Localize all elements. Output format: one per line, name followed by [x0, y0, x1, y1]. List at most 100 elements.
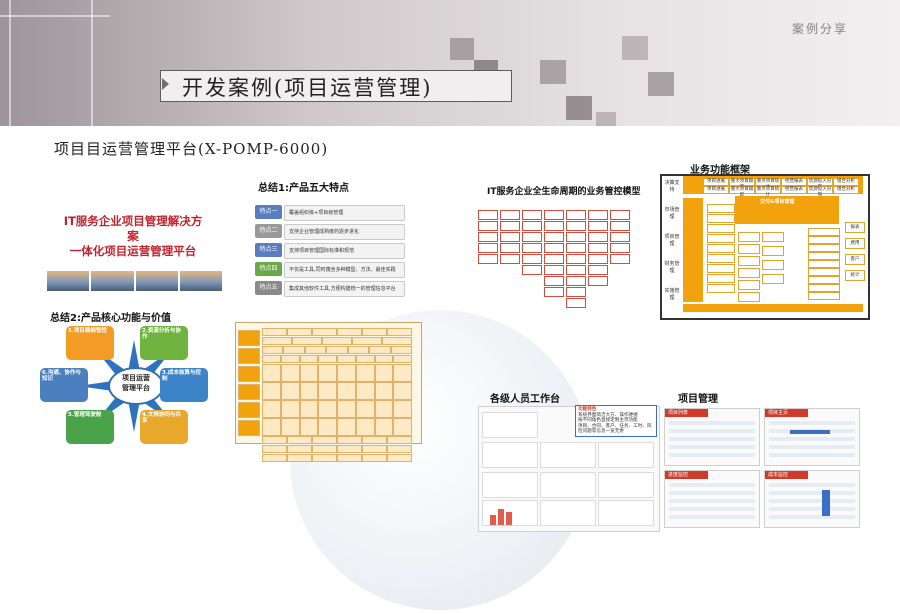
arch-cell: [337, 355, 356, 363]
framework-box: [808, 284, 840, 292]
pm-row: [769, 515, 855, 519]
arch-cell: [299, 382, 319, 400]
lifecycle-cell: [566, 243, 586, 253]
lifecycle-cell: [588, 276, 608, 286]
pm-chart-bar: [790, 430, 830, 434]
feature-tab: 特点一: [255, 205, 282, 219]
hub-line2: 管理平台: [122, 384, 150, 392]
lifecycle-cell: [566, 210, 586, 220]
framework-box: [738, 244, 760, 254]
petal-5: 5.管理驾驶舱: [66, 410, 114, 444]
arch-cell: [337, 436, 362, 444]
feature-row: 特点五集成其他软件工具,方便构建统一的管理信息平台: [255, 281, 405, 297]
pm-row: [669, 445, 755, 449]
framework-box: [707, 214, 735, 223]
arch-cell: [262, 346, 284, 354]
framework-box: [707, 224, 735, 233]
framework-box: [808, 268, 840, 276]
arch-cell: [337, 382, 356, 400]
arch-cell: [262, 445, 287, 453]
features-title: 总结1:产品五大特点: [258, 183, 349, 194]
feature-tab: 特点五: [255, 281, 282, 295]
framework-box: [707, 274, 735, 283]
arch-cell: [280, 364, 300, 382]
photo-strip: [47, 271, 222, 291]
framework-top-box: 重大项目跟踪: [729, 186, 755, 198]
photo: [47, 271, 90, 291]
arch-cell: [382, 337, 412, 345]
pm-row: [669, 421, 755, 425]
arch-cell: [299, 364, 319, 382]
arch-cell: [287, 436, 312, 444]
feature-row: 特点二支持企业管理成熟度的逐步进化: [255, 224, 405, 240]
framework-right-box: 费用: [845, 238, 865, 249]
lifecycle-cell: [544, 221, 564, 231]
lifecycle-cell: [544, 243, 564, 253]
arch-cell: [318, 364, 337, 382]
arch-row-label: [238, 384, 260, 400]
arch-cell: [304, 346, 327, 354]
framework-row-label: 实施管理: [664, 288, 680, 301]
arch-cell: [374, 400, 394, 418]
lifecycle-cell: [566, 276, 586, 286]
feature-row: 特点一覆盖组织级+项目级管理: [255, 205, 405, 221]
lifecycle-cell: [610, 254, 630, 264]
pm-row: [769, 483, 855, 487]
workbench-widget: [540, 472, 596, 498]
lifecycle-title: IT服务企业全生命周期的业务管控模型: [487, 187, 641, 197]
arch-cell: [318, 355, 337, 363]
decor-square: [450, 38, 474, 60]
lifecycle-cell: [544, 265, 564, 275]
framework-center-label: 交付&项目管理: [760, 199, 795, 205]
lifecycle-cell: [610, 221, 630, 231]
photo: [91, 271, 134, 291]
lifecycle-cell: [544, 232, 564, 242]
arch-cell: [262, 400, 281, 418]
arch-row-label: [238, 348, 260, 364]
arch-cell: [299, 418, 319, 436]
lifecycle-cell: [610, 243, 630, 253]
lifecycle-cell: [588, 265, 608, 275]
arch-cell: [355, 364, 375, 382]
pm-chart-bar: [822, 490, 830, 516]
framework-bottom-bar: [683, 304, 863, 312]
framework-box: [707, 204, 735, 213]
arch-cell: [347, 346, 370, 354]
lifecycle-cell: [522, 243, 542, 253]
lifecycle-cell: [610, 210, 630, 220]
framework-top-box: 重点项目统计: [755, 186, 781, 198]
arch-cell: [280, 355, 300, 363]
arch-cell: [374, 418, 394, 436]
framework-right-box: 报表: [845, 222, 865, 233]
framework-box: [762, 246, 784, 256]
petal-title: 5.管理驾驶舱: [68, 412, 102, 418]
arch-cell: [280, 382, 300, 400]
framework-box: [808, 260, 840, 268]
framework-box: [707, 284, 735, 293]
arch-cell: [280, 418, 300, 436]
arch-cell: [352, 337, 382, 345]
arch-cell: [393, 400, 412, 418]
pm-row: [769, 491, 855, 495]
solution-title-line1: IT服务企业项目管理解决方案: [63, 214, 203, 243]
pm-screen: 成本监控: [764, 470, 860, 528]
notes-title: 功能特色: [578, 407, 597, 412]
lifecycle-cell: [610, 232, 630, 242]
arch-cell: [312, 445, 337, 453]
arch-cell: [362, 445, 387, 453]
framework-row-label: 财务管理: [664, 261, 680, 274]
arch-cell: [355, 418, 375, 436]
workbench-widget: [482, 412, 538, 438]
petal-title: 2.资源分析与协作: [142, 328, 181, 340]
lifecycle-cell: [566, 287, 586, 297]
note-line: 项目、合同、客户、任务、工时、风险问题等信息一览无余: [578, 423, 652, 435]
framework-box: [738, 268, 760, 278]
pm-row: [669, 437, 755, 441]
framework-box: [707, 244, 735, 253]
feature-text: 集成其他软件工具,方便构建统一的管理信息平台: [284, 281, 405, 297]
lifecycle-cell: [478, 254, 498, 264]
petal-title: 6.沟通、协作与知识: [42, 370, 81, 382]
lifecycle-cell: [500, 221, 520, 231]
feature-tab: 特点二: [255, 224, 282, 238]
hub-label: 项目运营 管理平台: [108, 367, 164, 405]
